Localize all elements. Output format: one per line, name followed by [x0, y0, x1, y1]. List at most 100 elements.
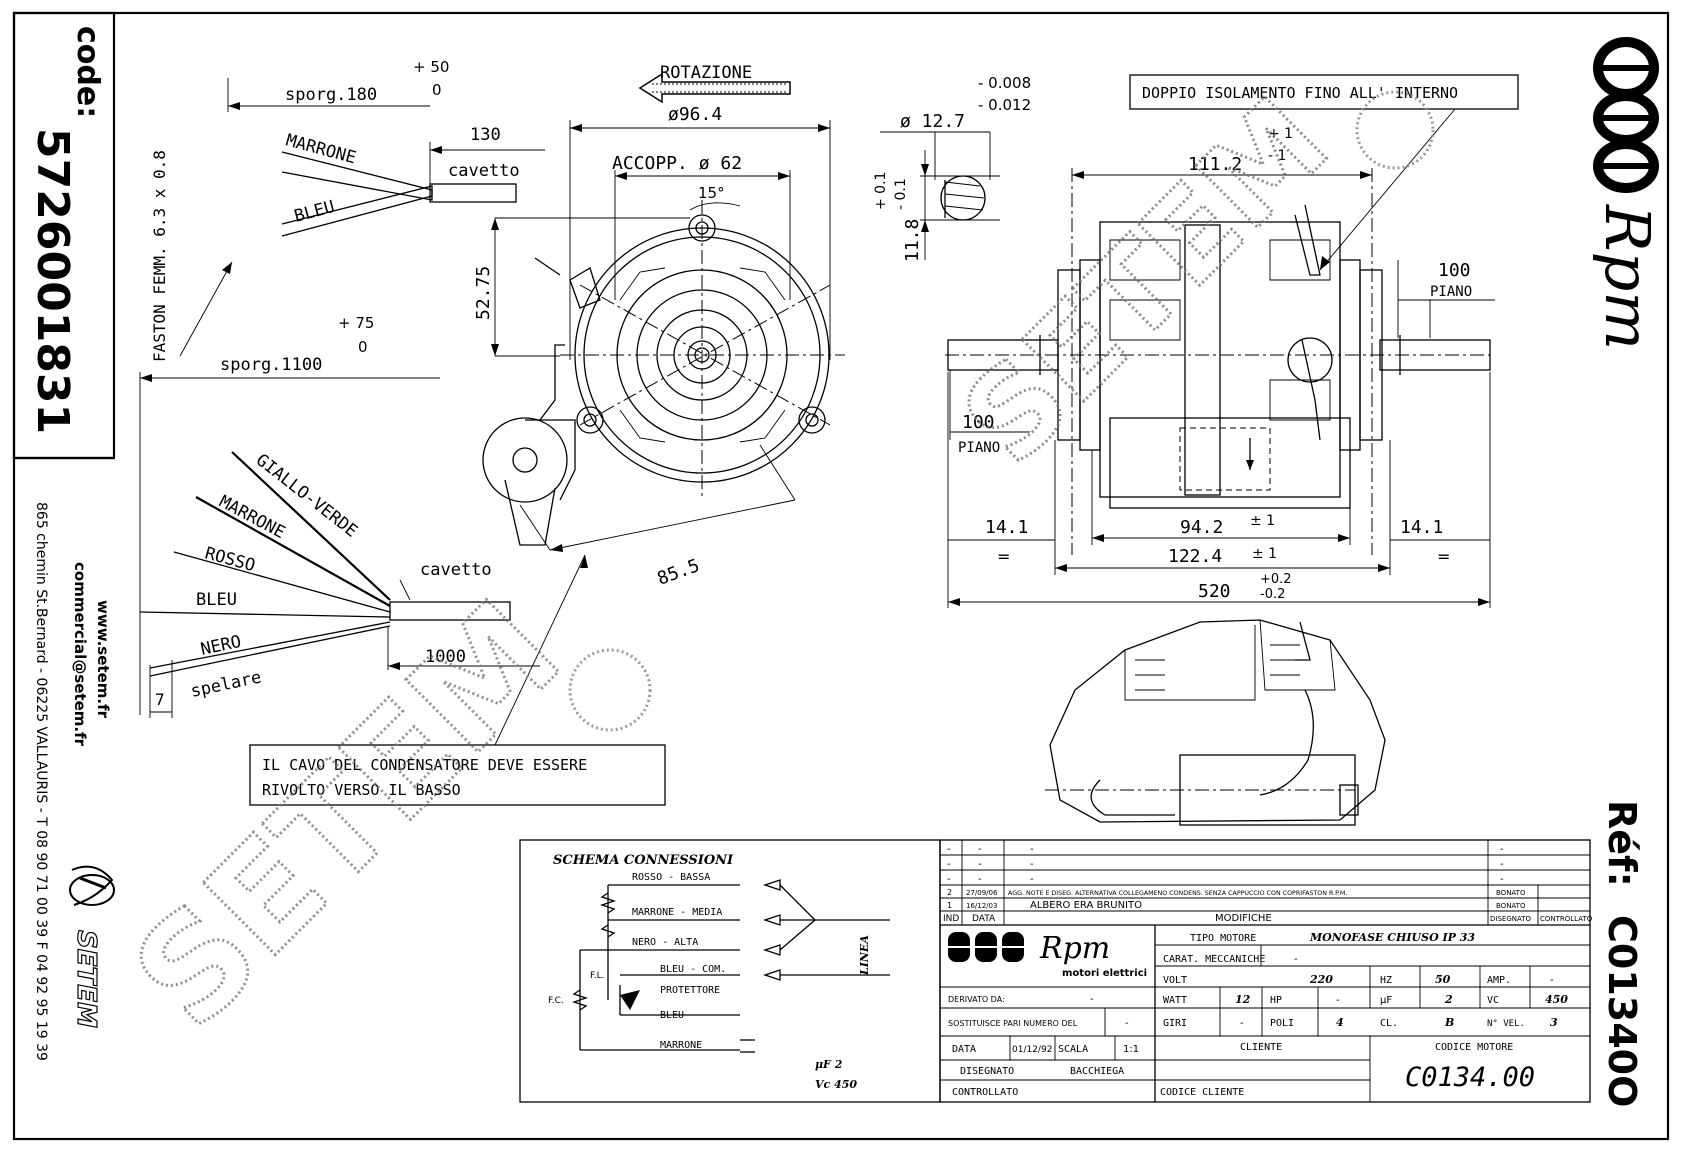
amp-label: AMP. [1487, 975, 1511, 986]
data-value: 01/12/92 [1012, 1045, 1052, 1055]
setem-logo [69, 865, 115, 906]
eq-left: = [997, 547, 1010, 566]
sporg180-label: sporg.180 [285, 85, 377, 105]
rev-row5-ind: 1 [947, 901, 952, 910]
shaft-tol1: - 0.008 [978, 74, 1031, 92]
wire-bleu: BLEU [196, 590, 237, 610]
wire-marrone: MARRONE [216, 492, 289, 543]
schema-uf: μF 2 [815, 1058, 843, 1071]
sporg1100-tol-dn: 0 [358, 338, 368, 356]
schema-fl: F.L. [590, 971, 604, 981]
eq-right: = [1437, 547, 1450, 566]
wire-nero: NERO [199, 632, 243, 660]
brand-column: Rpm Réf: C01340O [1591, 37, 1664, 1107]
rev-row4-data: 27/09/06 [966, 889, 998, 897]
doppio-note-box [1129, 74, 1519, 110]
schema-bleu: BLEU [660, 1010, 684, 1021]
sidebar: code: 5726001831 www.setem.fr commercial… [12, 11, 116, 1061]
hz-value: 50 [1435, 973, 1451, 986]
dim942-label: 94.2 [1180, 517, 1223, 538]
rpm-titleblock-logo: Rpm motori elettrici [948, 931, 1147, 979]
rev-row3-data: - [978, 874, 982, 885]
tipo-motore: MONOFASE CHIUSO IP 33 [1309, 931, 1475, 944]
dim855-label: 85.5 [655, 555, 703, 590]
dim100-left: 100 [962, 412, 995, 433]
data-label: DATA [952, 1044, 976, 1055]
dim520-tol-dn: -0.2 [1260, 587, 1285, 602]
schema-vc: Vc 450 [815, 1078, 857, 1091]
dim520-label: 520 [1198, 581, 1231, 602]
code-value: 5726001831 [27, 128, 78, 434]
uf-label: μF [1380, 995, 1392, 1006]
nvel-label: N° VEL. [1487, 1019, 1525, 1029]
doppio-note: DOPPIO ISOLAMENTO FINO ALL' INTERNO [1142, 84, 1458, 102]
cavetto-top: cavetto [448, 161, 520, 181]
rev-row3-ind: - [947, 874, 951, 885]
dim141-left: 14.1 [985, 517, 1028, 538]
volt-label: VOLT [1163, 975, 1187, 986]
schema-title: SCHEMA CONNESSIONI [553, 853, 734, 868]
watt-label: WATT [1163, 995, 1187, 1006]
dim1112-label: 111.2 [1188, 154, 1242, 175]
rpm-logo-coils [1593, 37, 1659, 193]
shaft-flat: 11.8 [902, 219, 923, 262]
volt-value: 220 [1309, 973, 1333, 986]
giri-value: - [1240, 1018, 1244, 1029]
note-line1: IL CAVO DEL CONDENSATORE DEVE ESSERE [262, 756, 587, 774]
disegnato-label: DISEGNATO [960, 1066, 1014, 1077]
rev-row1-data: - [978, 844, 982, 855]
schema-marrone: MARRONE - MEDIA [632, 907, 722, 918]
shaft-section: ø 12.7 - 0.008 - 0.012 11.8 + 0.1 - 0.1 [873, 74, 1031, 262]
cl-label: CL. [1380, 1018, 1398, 1029]
dim1000: 1000 [425, 647, 466, 667]
sporg1100-tol-up: + 75 [338, 314, 374, 332]
hdr-ind: IND [943, 914, 959, 924]
wiring-schema: SCHEMA CONNESSIONI ROSSO - BASSA MARRONE… [519, 839, 941, 1103]
motor-side-view: DOPPIO ISOLAMENTO FINO ALL' INTERNO 111.… [945, 74, 1519, 608]
wire-rosso: ROSSO [203, 544, 258, 577]
marrone-label: MARRONE [284, 131, 358, 169]
dim942-tol: ± 1 [1250, 513, 1275, 529]
rev-row1-dis: - [1500, 844, 1504, 855]
sporg180-tol-dn: 0 [432, 81, 442, 99]
cliente-label: CLIENTE [1240, 1042, 1282, 1053]
dim520-tol-up: +0.2 [1260, 572, 1292, 587]
hp-value: - [1336, 995, 1340, 1006]
angle-label: 15° [698, 184, 725, 202]
shaft-dia: ø 12.7 [900, 111, 965, 132]
poli-label: POLI [1270, 1018, 1294, 1029]
dim100-right: 100 [1438, 260, 1471, 281]
watt-value: 12 [1235, 993, 1251, 1006]
schema-rosso: ROSSO - BASSA [632, 872, 710, 883]
rev-row4-ind: 2 [947, 888, 952, 897]
schema-nero: NERO - ALTA [632, 937, 698, 948]
ref-label: Réf: [1600, 800, 1644, 887]
cl-value: B [1444, 1016, 1454, 1029]
rotazione-label: ROTAZIONE [660, 63, 752, 83]
shaft-tol2: - 0.012 [978, 96, 1031, 114]
derivato-value: - [1090, 994, 1094, 1005]
rpm-brand: Rpm [1591, 204, 1664, 350]
schema-fc: F.C. [548, 996, 564, 1006]
sporg180-tol-up: + 50 [413, 58, 449, 76]
poli-value: 4 [1336, 1016, 1344, 1029]
company-name: SETEM [71, 930, 101, 1028]
schema-linea: LINEA [858, 935, 871, 976]
dim1224-tol: ± 1 [1252, 546, 1277, 562]
hdr-dis: DISEGNATO [1490, 915, 1532, 923]
piano-left: PIANO [958, 440, 1000, 456]
rev-row1-ind: - [947, 844, 951, 855]
shaft-flat-tol-up: + 0.1 [873, 172, 889, 210]
derivato-label: DERIVATO DA: [948, 995, 1005, 1004]
vc-label: VC [1487, 995, 1499, 1006]
cavetto-bottom: cavetto [420, 560, 492, 580]
rev-row5-dis: BONATO [1496, 902, 1526, 910]
titleblock-brand-sub: motori elettrici [1062, 968, 1147, 979]
disegnato-value: BACCHIEGA [1070, 1066, 1124, 1077]
rev-row5-data: 16/12/03 [966, 902, 997, 910]
piano-right: PIANO [1430, 284, 1472, 300]
sostituisce-value: - [1125, 1018, 1129, 1029]
watermark-setem-1: SETEM [104, 571, 592, 1059]
address: 865 chemin St.Bernard - 06225 VALLAURIS … [33, 502, 49, 1061]
